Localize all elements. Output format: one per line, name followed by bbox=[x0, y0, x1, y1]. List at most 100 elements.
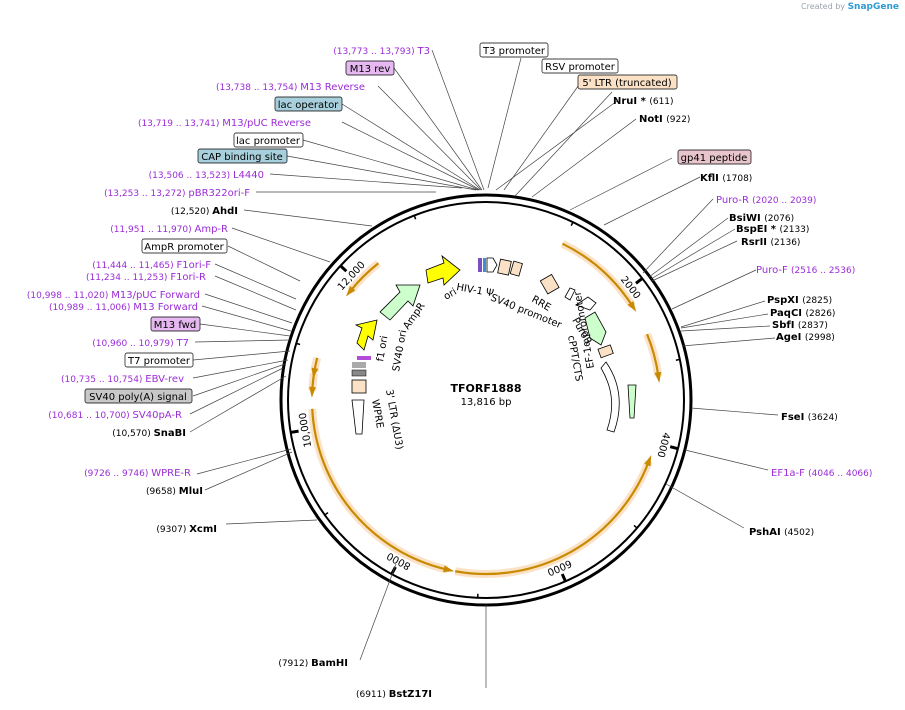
tick-mark bbox=[669, 445, 679, 451]
primer-range: (13,738 .. 13,754) bbox=[216, 83, 300, 93]
leader-line bbox=[671, 269, 757, 310]
gp41-label: gp41 peptide bbox=[681, 153, 748, 164]
enzyme-label: PshAI (4502) bbox=[749, 527, 814, 538]
enzyme-name: BsiWI bbox=[729, 213, 764, 224]
leader-line bbox=[359, 563, 397, 661]
primer-range: (10,989 .. 11,006) bbox=[49, 303, 133, 313]
cap-site-label: CAP binding site bbox=[201, 152, 283, 163]
leader-line bbox=[680, 313, 769, 329]
enzyme-position: (2826) bbox=[806, 309, 836, 319]
primer-label: (10,960 .. 10,979) T7 bbox=[92, 338, 189, 349]
leader-line bbox=[680, 325, 771, 332]
leader-line bbox=[503, 74, 587, 191]
primer-range: (11,234 .. 11,253) bbox=[86, 273, 170, 283]
enzyme-name: SbfI bbox=[772, 320, 798, 331]
enzyme-name: NotI bbox=[639, 114, 666, 125]
enzyme-label: PspXI (2825) bbox=[767, 295, 832, 306]
enzyme-name: KflI bbox=[700, 173, 722, 184]
leader-line bbox=[231, 227, 331, 263]
t7-promoter-box bbox=[124, 352, 194, 368]
enzyme-name: SnaBI bbox=[154, 428, 186, 439]
primer-name: L4440 bbox=[233, 170, 264, 181]
feature-arc-arrowhead bbox=[627, 301, 637, 312]
enzyme-label: KflI (1708) bbox=[700, 173, 752, 184]
rre-box-2 bbox=[509, 260, 523, 277]
primer-label: (10,735 .. 10,754) EBV-rev bbox=[61, 374, 184, 385]
leader-line bbox=[243, 209, 373, 227]
snapgene-credit: Created by SnapGene bbox=[801, 2, 899, 12]
leader-line bbox=[192, 363, 286, 397]
sv40-ori-gray-2 bbox=[351, 369, 367, 377]
leader-line bbox=[684, 449, 769, 471]
leader-line bbox=[681, 337, 776, 347]
ef1a-promoter-arrow bbox=[600, 361, 620, 433]
tick-mark bbox=[570, 221, 574, 227]
f1-ori-label: f1 ori bbox=[375, 335, 390, 363]
primer-range: (2020 .. 2039) bbox=[752, 196, 816, 206]
primer-label: Puro-R (2020 .. 2039) bbox=[716, 195, 816, 206]
plasmid-name: TFORF1888 bbox=[451, 382, 522, 395]
primer-range: (13,719 .. 13,741) bbox=[138, 119, 222, 129]
sv40-promoter-feature bbox=[564, 287, 576, 301]
ef1a-green-arrow bbox=[627, 384, 637, 419]
leader-line bbox=[192, 359, 289, 379]
enzyme-position: (7912) bbox=[278, 659, 311, 669]
feature-arc bbox=[561, 242, 634, 307]
primer-range: (10,998 .. 11,020) bbox=[27, 291, 111, 301]
primer-labels: (13,773 .. 13,793) T3(13,738 .. 13,754) … bbox=[27, 46, 872, 479]
hiv-psi-marker-2 bbox=[483, 258, 486, 272]
t7-promoter-label: T7 promoter bbox=[127, 356, 191, 367]
ltr5-box bbox=[577, 74, 678, 90]
leader-line bbox=[341, 103, 481, 191]
primer-label: (13,773 .. 13,793) T3 bbox=[333, 46, 430, 57]
boxed-labels: M13 rev lac operator lac promoter CAP bi… bbox=[84, 42, 752, 404]
wpre-label: WPRE bbox=[369, 399, 385, 430]
lac-operator-label: lac operator bbox=[278, 100, 339, 111]
primer-label: (10,681 .. 10,700) SV40pA-R bbox=[48, 410, 182, 421]
enzyme-position: (10,570) bbox=[112, 429, 153, 439]
primer-name: M13 Forward bbox=[133, 302, 198, 313]
rre-box-1 bbox=[497, 258, 512, 276]
enzyme-position: (1708) bbox=[722, 174, 752, 184]
gp41-box bbox=[677, 149, 752, 165]
enzyme-name: AgeI bbox=[776, 332, 805, 343]
primer-label: (13,719 .. 13,741) M13/pUC Reverse bbox=[138, 118, 311, 129]
primer-name: T7 bbox=[176, 338, 189, 349]
inner-features bbox=[351, 254, 637, 435]
enzyme-position: (12,520) bbox=[171, 207, 212, 217]
primer-range: (13,506 .. 13,523) bbox=[149, 171, 233, 181]
leader-line bbox=[531, 118, 637, 198]
feature-arcs bbox=[308, 240, 663, 578]
ampr-promoter-label: AmpR promoter bbox=[144, 242, 224, 253]
enzyme-name: BamHI bbox=[311, 658, 348, 669]
leader-line bbox=[214, 275, 297, 311]
leader-line bbox=[204, 451, 293, 491]
hiv-psi-marker bbox=[478, 258, 482, 272]
ampr-label: AmpR bbox=[401, 301, 427, 332]
leader-line bbox=[196, 448, 292, 475]
snapgene-brand: SnapGene bbox=[847, 2, 899, 12]
rsv-promoter-box bbox=[541, 58, 619, 74]
hiv-psi-label: HIV-1 Ψ bbox=[455, 282, 494, 299]
lac-operator-box bbox=[274, 96, 343, 112]
enzyme-label: (9658) MluI bbox=[146, 486, 203, 497]
ori-arrow bbox=[425, 254, 461, 286]
ampr-arrow bbox=[379, 284, 421, 321]
leader-line bbox=[569, 157, 673, 211]
enzyme-label: BsiWI (2076) bbox=[729, 213, 794, 224]
feature-arc bbox=[311, 408, 448, 571]
ampr-promoter-box bbox=[141, 238, 228, 254]
feature-arc-highlight bbox=[308, 408, 449, 574]
ltr3-label: 3' LTR (ΔU3) bbox=[383, 389, 404, 451]
enzyme-label: FseI (3624) bbox=[781, 412, 838, 423]
primer-range: (10,960 .. 10,979) bbox=[92, 339, 176, 349]
enzyme-position: (6911) bbox=[356, 690, 389, 700]
feature-arc-arrowhead bbox=[311, 367, 319, 379]
primer-range: (10,681 .. 10,700) bbox=[48, 411, 132, 421]
primer-name: M13/pUC Forward bbox=[111, 290, 200, 301]
primer-name: M13 Reverse bbox=[300, 82, 365, 93]
leader-line bbox=[603, 176, 701, 226]
tick-mark bbox=[633, 524, 638, 529]
enzyme-label: (7912) BamHI bbox=[278, 658, 348, 669]
enzyme-position: (2998) bbox=[805, 333, 835, 343]
